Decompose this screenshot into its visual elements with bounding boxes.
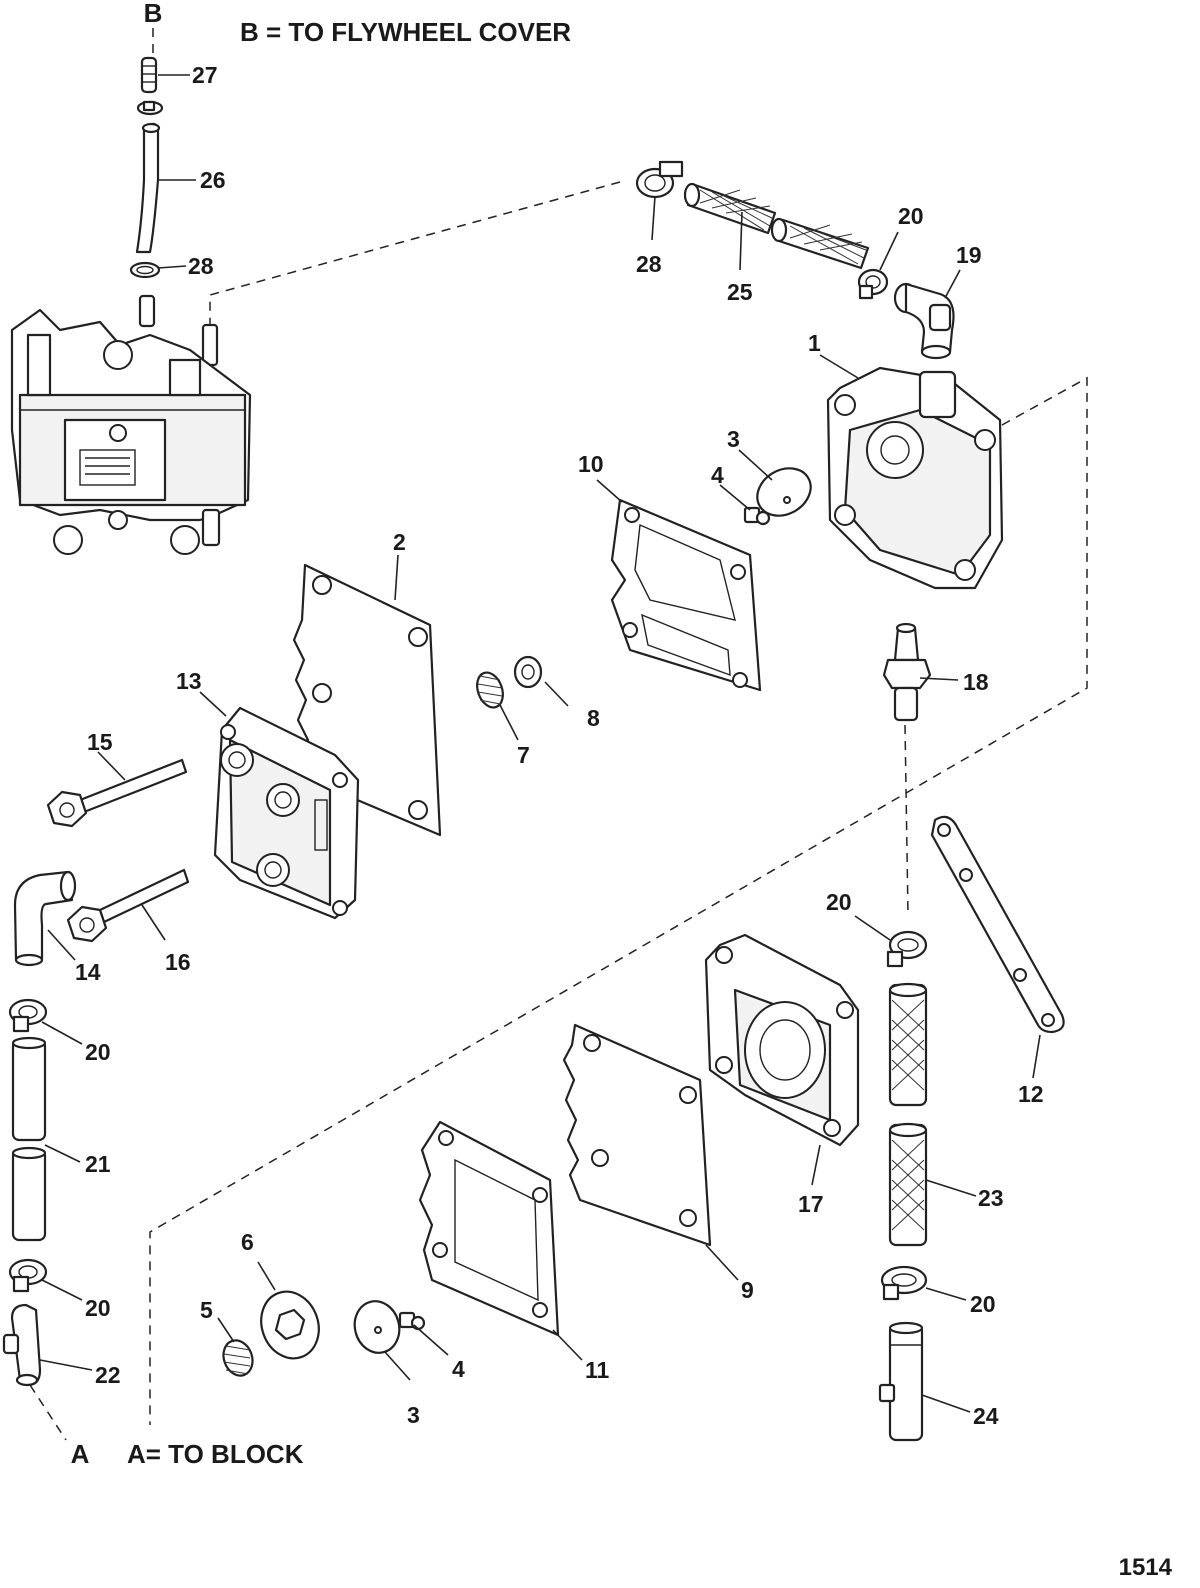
- callout-14: 14: [75, 959, 101, 985]
- part-22-elbow: [2, 1303, 42, 1387]
- callout-25: 25: [727, 279, 753, 305]
- part-4-retainer-upper: [743, 506, 771, 526]
- callout-3-lower: 3: [407, 1402, 420, 1428]
- part-17-housing: [704, 933, 860, 1147]
- part-20-clip-left-lower: [8, 1258, 48, 1293]
- disk-3-lower-hole: [374, 1326, 382, 1334]
- part-5-spring: [222, 1339, 254, 1377]
- callout-15: 15: [87, 729, 113, 755]
- part-28-clamp: [635, 160, 684, 199]
- part-24-tee: [878, 1321, 924, 1442]
- callout-19: 19: [956, 242, 982, 268]
- part-20-clip-left-upper: [8, 998, 48, 1033]
- part-26-hose: [135, 122, 160, 254]
- part-9-diaphragm: [562, 1023, 712, 1247]
- part-1-pump-cover: [826, 366, 1004, 590]
- part-19-elbow: [893, 282, 955, 360]
- callout-24: 24: [973, 1403, 999, 1429]
- part-15-bolt: [46, 758, 188, 828]
- part-16-bolt: [66, 868, 190, 943]
- part-20-clip-right-upper: [886, 930, 928, 968]
- callout-18: 18: [963, 669, 989, 695]
- callout-3-upper: 3: [727, 426, 740, 452]
- callout-23: 23: [978, 1185, 1004, 1211]
- part-8-washer: [513, 655, 543, 689]
- part-7-spring: [476, 671, 504, 709]
- callout-11: 11: [585, 1357, 610, 1383]
- callout-6: 6: [241, 1229, 254, 1255]
- callout-10: 10: [578, 451, 604, 477]
- callout-7: 7: [517, 742, 530, 768]
- part-6-plate: [260, 1290, 320, 1360]
- guide-line-18-20: [904, 724, 909, 916]
- part-25-hose: [683, 182, 870, 270]
- leader-lines: [39, 74, 1041, 1413]
- guide-line-frame: [149, 376, 1088, 1425]
- callout-20-right-upper: 20: [826, 889, 852, 915]
- connector-label-b: B: [144, 0, 163, 28]
- callout-22: 22: [95, 1362, 121, 1388]
- part-12-bracket: [930, 815, 1065, 1034]
- carburetor-assembly: [10, 294, 252, 555]
- disk-3-hole: [783, 496, 791, 504]
- callout-26: 26: [200, 167, 226, 193]
- note-to-block: A= TO BLOCK: [127, 1439, 304, 1469]
- callout-28-right: 28: [636, 251, 662, 277]
- guide-line-upper: [209, 181, 621, 345]
- part-4-retainer-lower: [398, 1311, 426, 1331]
- callout-12: 12: [1018, 1081, 1044, 1107]
- connector-a-line: [29, 1384, 67, 1441]
- part-27-fitting: [140, 56, 158, 94]
- callout-20-top: 20: [898, 203, 924, 229]
- part-10-gasket: [610, 498, 762, 692]
- callout-8: 8: [587, 705, 600, 731]
- callout-20-right-lower: 20: [970, 1291, 996, 1317]
- part-14-elbow: [13, 870, 77, 967]
- callout-28-left: 28: [188, 253, 214, 279]
- part-21-hose: [11, 1036, 47, 1242]
- callout-4-upper: 4: [711, 462, 724, 488]
- figure-number: 1514: [1119, 1554, 1173, 1581]
- callout-21: 21: [85, 1151, 111, 1177]
- callout-16: 16: [165, 949, 191, 975]
- part-20-clip-right-lower: [880, 1265, 928, 1301]
- hose-26-end: [141, 122, 161, 134]
- callout-4-lower: 4: [452, 1356, 465, 1382]
- part-3-disk-upper: [756, 467, 812, 517]
- callout-17: 17: [798, 1191, 824, 1217]
- part-28-clip-lower: [129, 261, 161, 279]
- part-23-hose-upper: [888, 982, 928, 1107]
- part-28-clip-upper: [136, 100, 164, 116]
- callout-5: 5: [200, 1297, 213, 1323]
- callout-labels: 27 26 28 28 25 20 19 1 3 4 10 2 8 7 13 1…: [75, 62, 1044, 1429]
- part-13-pump-body: [213, 706, 360, 920]
- callout-2: 2: [393, 529, 406, 555]
- part-20-clip-top: [857, 268, 889, 300]
- callout-20-left-lower: 20: [85, 1295, 111, 1321]
- connector-label-a: A: [71, 1439, 90, 1469]
- note-flywheel-cover: B = TO FLYWHEEL COVER: [240, 17, 571, 47]
- callout-9: 9: [741, 1277, 754, 1303]
- part-18-fitting: [882, 622, 932, 722]
- part-11-gasket: [418, 1120, 560, 1337]
- callout-27: 27: [192, 62, 218, 88]
- callout-20-left-upper: 20: [85, 1039, 111, 1065]
- callout-13: 13: [176, 668, 202, 694]
- part-23-hose-lower: [888, 1122, 928, 1247]
- callout-1: 1: [808, 330, 821, 356]
